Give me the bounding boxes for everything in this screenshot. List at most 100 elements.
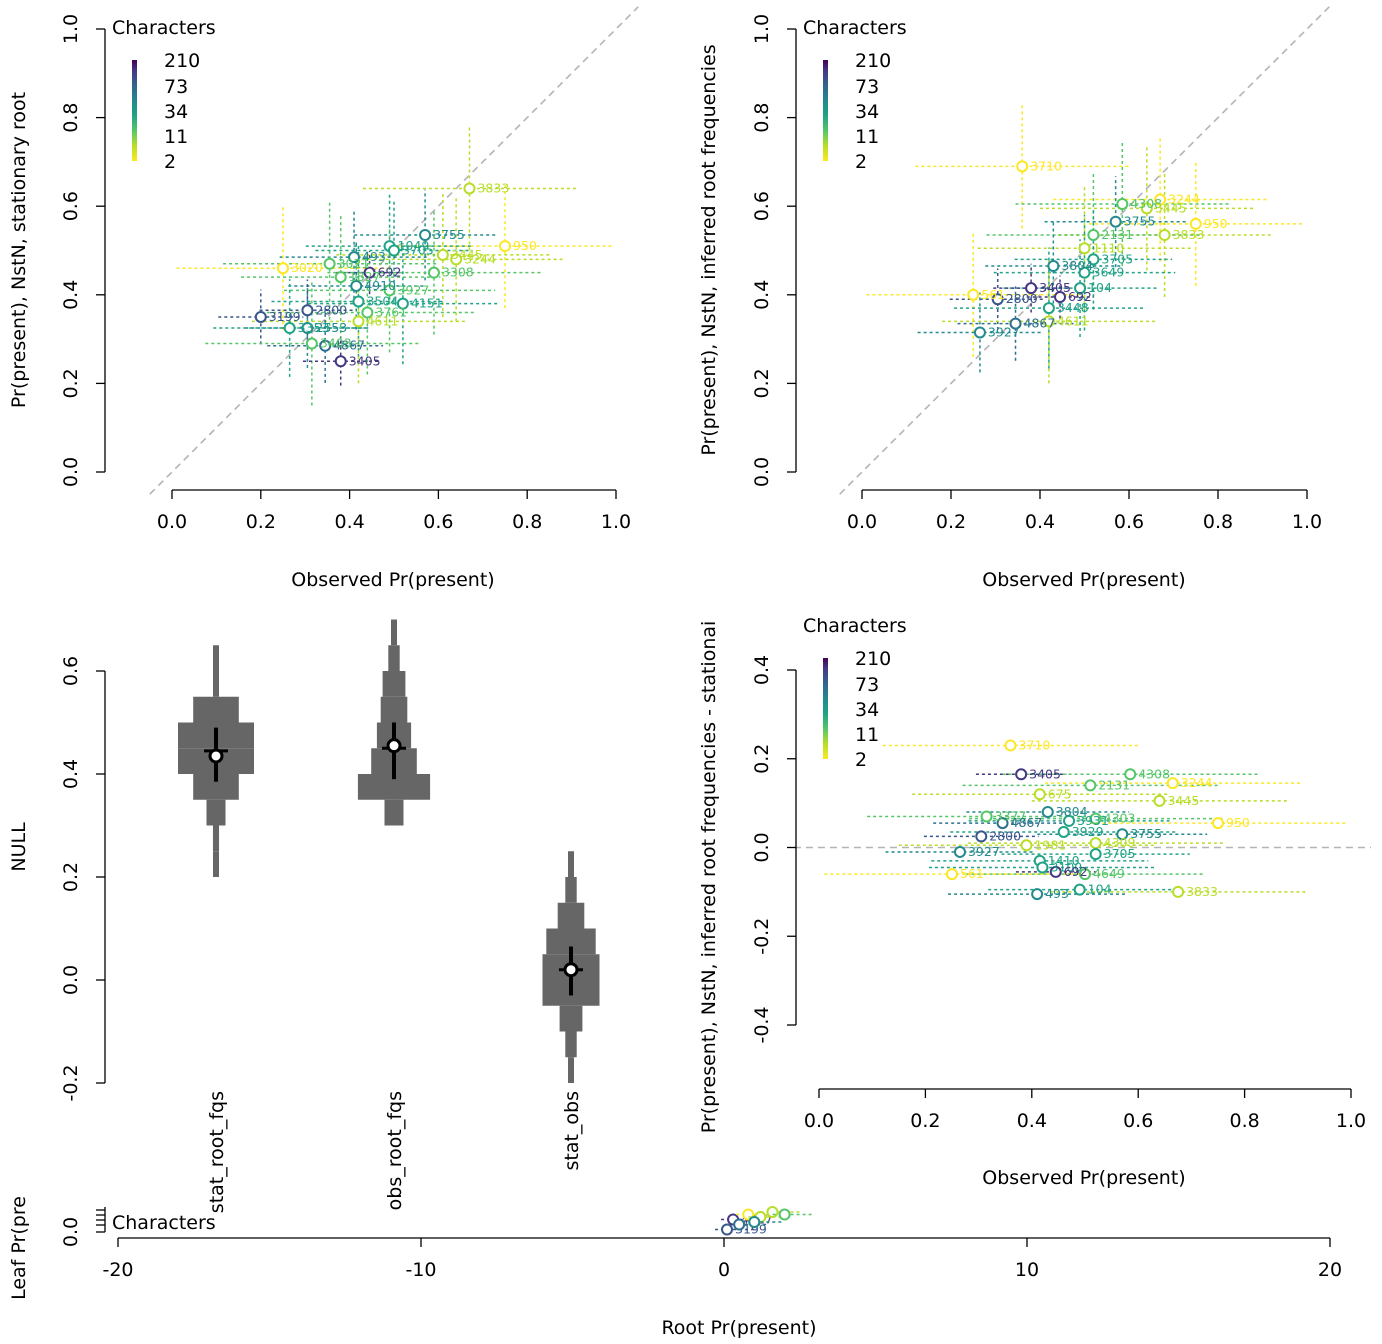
data-point — [348, 251, 361, 264]
data-point — [361, 306, 374, 319]
x-tick-label: 0.2 — [910, 1110, 940, 1132]
data-point — [1049, 865, 1062, 878]
data-point — [323, 257, 336, 270]
point-label: 3403 — [320, 336, 352, 351]
violin-bin — [206, 799, 226, 826]
point-label: 4309 — [1104, 835, 1136, 850]
legend-label: 210 — [855, 50, 891, 72]
x-tick-label: 0.4 — [1025, 511, 1055, 533]
point-label: 4910 — [364, 278, 396, 293]
x-tick-label: 0.6 — [423, 511, 453, 533]
point-label: 2131 — [1098, 777, 1130, 792]
violin-bin — [193, 696, 239, 723]
violin-bin — [384, 799, 404, 826]
x-tick-label: 0.6 — [1114, 511, 1144, 533]
point-label: 3710 — [1030, 158, 1062, 173]
data-point — [1031, 888, 1044, 901]
category-label: stat_obs — [561, 1091, 583, 1171]
y-tick-label: 0.0 — [60, 457, 82, 487]
x-axis-title: Observed Pr(present) — [291, 569, 494, 591]
x-tick-label: 0.4 — [334, 511, 364, 533]
legend-title: Characters — [803, 615, 907, 637]
x-tick-label: 20 — [1318, 1259, 1342, 1281]
legend-title: Characters — [803, 17, 907, 39]
point-label: 4611 — [1057, 313, 1089, 328]
color-bar — [132, 60, 137, 161]
data-point — [748, 1216, 761, 1228]
point-label: 3244 — [1181, 775, 1213, 790]
data-point — [1042, 302, 1055, 315]
color-bar — [823, 60, 828, 161]
data-point — [463, 182, 476, 195]
point-label: 3504 — [366, 293, 398, 308]
point-label: 3244 — [1168, 192, 1200, 207]
point-label: 4151 — [411, 296, 443, 311]
y-tick-label: 0.6 — [60, 191, 82, 221]
point-label: 2800 — [989, 828, 1021, 843]
point-label: 692 — [1068, 289, 1092, 304]
data-point — [1089, 837, 1102, 850]
y-tick-label: 0.4 — [751, 280, 773, 310]
violin-bin — [557, 902, 585, 929]
point-label: 692 — [378, 265, 402, 280]
y-tick-label: 0.0 — [60, 965, 82, 995]
x-tick-label: 0.8 — [1203, 511, 1233, 533]
point-label: 561 — [960, 866, 984, 881]
violin-bin — [568, 851, 574, 877]
point-label: 2800 — [315, 302, 347, 317]
color-bar — [823, 658, 828, 759]
point-label: 493 — [1045, 886, 1069, 901]
point-label: 3020 — [291, 260, 323, 275]
data-point — [975, 830, 988, 843]
point-label: 3445 — [1155, 200, 1187, 215]
data-point — [334, 271, 347, 284]
legend-label: 73 — [855, 76, 879, 98]
legend: Characters 210 73 34 11 2 — [803, 615, 907, 771]
point-label: 3833 — [1173, 227, 1205, 242]
point-label: 950 — [1226, 815, 1250, 830]
point-label: 3761 — [375, 305, 407, 320]
point-label: 950 — [1204, 216, 1228, 231]
point-label: 3244 — [464, 251, 496, 266]
y-tick-label: -0.4 — [751, 1006, 773, 1043]
point-label: 3927 — [398, 282, 430, 297]
violin-bin — [559, 1005, 583, 1032]
data-point — [1212, 817, 1224, 830]
x-tick-label: 0.0 — [804, 1110, 834, 1132]
x-tick-label: 0 — [718, 1259, 730, 1281]
violin-bin — [380, 696, 408, 723]
point-label: 1410 — [1048, 853, 1080, 868]
data-point — [1079, 868, 1091, 881]
y-tick-label: 0.0 — [751, 832, 773, 862]
y-tick-label: 1.0 — [60, 14, 82, 44]
legend: Characters 210 73 34 11 2 — [112, 17, 216, 173]
x-tick-label: 1.0 — [1292, 511, 1322, 533]
legend-label: 34 — [855, 699, 879, 721]
y-tick-label: 0.8 — [60, 102, 82, 132]
data-point — [1074, 282, 1087, 295]
x-tick-label: 0.2 — [246, 511, 276, 533]
data-point — [1124, 768, 1137, 781]
x-axis-title: Observed Pr(present) — [982, 1167, 1185, 1189]
x-tick-label: 0.4 — [1017, 1110, 1047, 1132]
point-label: 3377 — [995, 808, 1027, 823]
x-tick-label: 10 — [1015, 1259, 1039, 1281]
data-point — [766, 1206, 779, 1218]
point-label: 2131 — [1101, 227, 1133, 242]
y-tick-label: 0.0 — [60, 1217, 82, 1247]
point-label: 3308 — [442, 265, 474, 280]
y-tick-label: 1.0 — [751, 14, 773, 44]
data-point — [1078, 242, 1091, 255]
point-label: 3804 — [1061, 258, 1093, 273]
y-tick-label: 0.2 — [751, 744, 773, 774]
median-point — [563, 962, 579, 978]
data-point — [319, 339, 332, 352]
point-label: 3445 — [1167, 793, 1199, 808]
violin-bin — [382, 671, 406, 697]
data-point — [1033, 788, 1046, 801]
point-label: 3705 — [1101, 251, 1133, 266]
data-point — [1172, 885, 1185, 898]
